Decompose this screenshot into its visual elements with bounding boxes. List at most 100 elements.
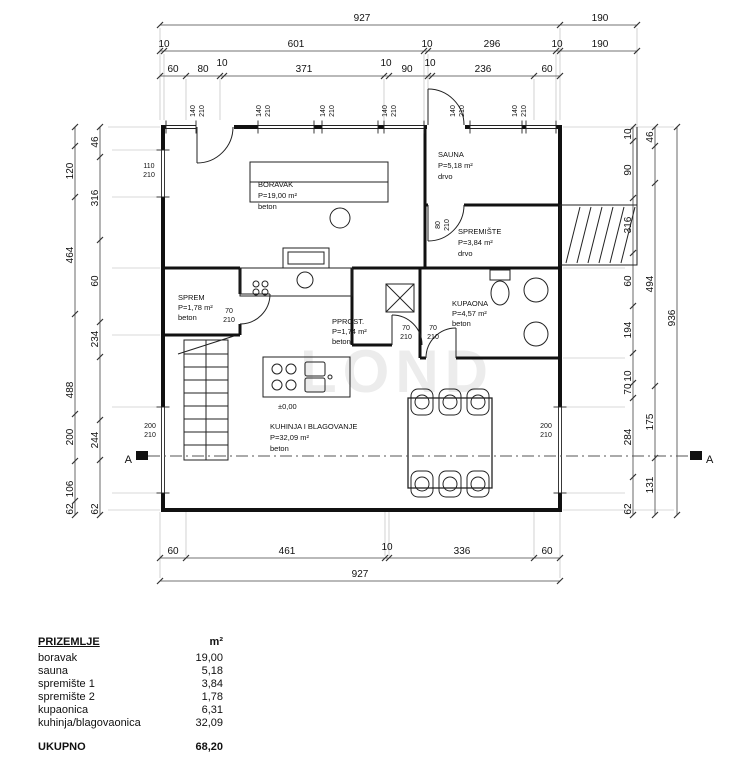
room-material: beton (270, 444, 289, 453)
room-area: P=32,09 m² (270, 433, 309, 442)
dim-label: 371 (296, 64, 313, 75)
dim-label: 90 (623, 164, 634, 176)
row-label: spremište 1 (38, 678, 95, 690)
dining-set (407, 388, 493, 498)
room-name: KUPAONA (452, 299, 488, 308)
staircase (177, 335, 235, 461)
dim-label: 46 (90, 136, 101, 148)
dim-label: 190 (592, 39, 609, 50)
row-value: 5,18 (201, 665, 223, 677)
door-label: 210 (444, 219, 451, 231)
dim-label: 336 (454, 546, 471, 557)
row-label: kupaonica (38, 704, 89, 716)
dim-label: 10 (623, 370, 634, 382)
dim-label: 60 (541, 546, 553, 557)
door-label: 70 (402, 325, 410, 332)
dim-label: 927 (352, 569, 369, 580)
row-label: spremište 2 (38, 691, 95, 703)
window-label: 210 (391, 105, 398, 117)
kitchen-fixtures (239, 247, 353, 398)
window-label: 210 (265, 105, 272, 117)
room-area: P=5,18 m² (438, 161, 473, 170)
room-area: P=1,74 m² (332, 327, 367, 336)
dimension-ticks (71, 21, 681, 585)
row-label: boravak (38, 652, 78, 664)
window-label: 140 (256, 105, 263, 117)
dim-label: 60 (167, 546, 179, 557)
door-label: 210 (427, 334, 439, 341)
window-label: 140 (512, 105, 519, 117)
dim-label: 131 (645, 476, 656, 493)
exterior-stair (559, 127, 638, 266)
dim-label: 106 (65, 480, 76, 497)
table-row: spremište 1 3,84 (38, 678, 223, 691)
row-value: 19,00 (195, 652, 223, 664)
row-value: 3,84 (201, 678, 223, 690)
dim-label: 200 (65, 428, 76, 445)
section-marker-left (136, 451, 148, 460)
window-label: 210 (459, 105, 466, 117)
window-symbols (156, 120, 567, 494)
dim-label: 194 (623, 321, 634, 338)
dim-label: 316 (90, 189, 101, 206)
window-label: 200 (540, 423, 552, 430)
window-label: 140 (320, 105, 327, 117)
dim-label: 10 (551, 39, 563, 50)
window-label: 200 (144, 423, 156, 430)
dim-label: 601 (288, 39, 305, 50)
dim-label: 62 (90, 503, 101, 515)
room-material: beton (178, 313, 197, 322)
room-material: beton (332, 337, 351, 346)
area-table-header: PRIZEMLJE m² (38, 636, 223, 648)
dim-label: 316 (623, 216, 634, 233)
window-label: 110 (143, 163, 154, 170)
table-row: boravak 19,00 (38, 652, 223, 665)
window-label: 140 (382, 105, 389, 117)
dim-label: 80 (197, 64, 209, 75)
room-material: beton (452, 319, 471, 328)
dim-label: 488 (65, 381, 76, 398)
dim-label: 10 (380, 58, 392, 69)
window-label: 210 (144, 432, 156, 439)
dim-label: 236 (475, 64, 492, 75)
dim-label: 62 (65, 503, 76, 515)
dim-label: 464 (65, 246, 76, 263)
dim-label: 494 (645, 275, 656, 292)
row-value: 6,31 (201, 704, 223, 716)
dim-label: 10 (623, 128, 634, 140)
bathroom-fixtures (489, 269, 549, 347)
window-label: 210 (143, 172, 155, 179)
room-name: BORAVAK (258, 180, 293, 189)
level-label: ±0,00 (278, 402, 297, 411)
room-name: SPREMIŠTE (458, 227, 501, 236)
dim-label: 244 (90, 431, 101, 448)
room-area: P=19,00 m² (258, 191, 297, 200)
watermark-text: LOND (300, 338, 494, 405)
section-label: A (125, 454, 133, 466)
dim-label: 60 (90, 275, 101, 287)
door-label: 80 (435, 221, 442, 229)
section-line: A A (125, 451, 714, 466)
row-label: sauna (38, 665, 68, 677)
window-label: 210 (199, 105, 206, 117)
room-labels: BORAVAK P=19,00 m² beton SAUNA P=5,18 m²… (178, 150, 501, 453)
dim-label: 190 (592, 13, 609, 24)
room-material: drvo (458, 249, 473, 258)
table-row: kupaonica 6,31 (38, 704, 223, 717)
dim-label: 62 (623, 503, 634, 515)
living-room-furniture (249, 161, 389, 229)
dim-label: 10 (381, 542, 393, 553)
window-label: 140 (190, 105, 197, 117)
section-marker-right (690, 451, 702, 460)
utility-appliance (385, 283, 415, 313)
window-label: 140 (450, 105, 457, 117)
dim-label: 927 (354, 13, 371, 24)
room-name: PPROST. (332, 317, 364, 326)
row-label: kuhinja/blagovaonica (38, 717, 141, 729)
row-value: 1,78 (201, 691, 223, 703)
window-label: 210 (540, 432, 552, 439)
